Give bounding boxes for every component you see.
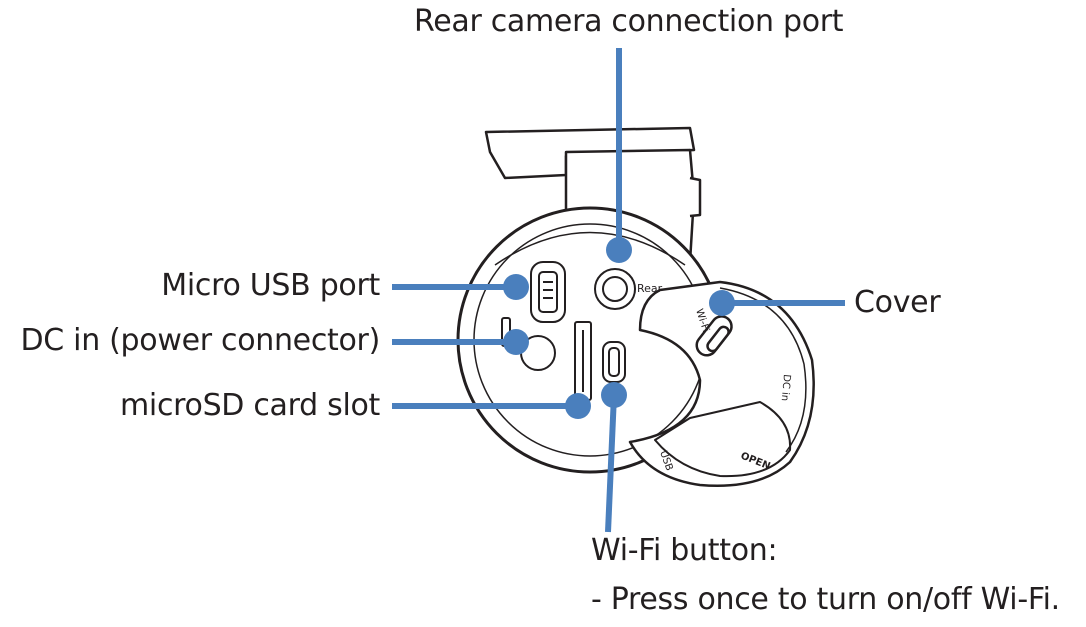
label-micro-usb: Micro USB port <box>161 268 380 303</box>
callout-line-wifi <box>605 394 617 533</box>
microsd-slot <box>574 321 592 401</box>
label-dc-in: DC in (power connector) <box>20 323 380 358</box>
callout-dot-dc <box>503 329 529 355</box>
micro-usb-port <box>530 261 566 323</box>
label-microsd: microSD card slot <box>119 388 380 423</box>
callout-dot-rear <box>606 237 632 263</box>
device-dcin-text: DC in <box>779 374 792 402</box>
device-rear-text: Rear <box>637 282 663 295</box>
callout-dot-sd <box>565 393 591 419</box>
callout-dot-cover <box>709 290 735 316</box>
label-wifi-note: - Press once to turn on/off Wi-Fi. <box>591 582 1060 617</box>
label-rear-port: Rear camera connection port <box>414 4 844 39</box>
wifi-button-shape <box>602 341 626 383</box>
label-cover: Cover <box>854 285 941 320</box>
cover-flap <box>628 280 815 487</box>
rear-port <box>594 268 636 310</box>
callout-dot-usb <box>503 274 529 300</box>
callout-dot-wifi <box>601 382 627 408</box>
label-wifi-button: Wi-Fi button: <box>591 533 778 568</box>
callouts <box>392 48 845 533</box>
